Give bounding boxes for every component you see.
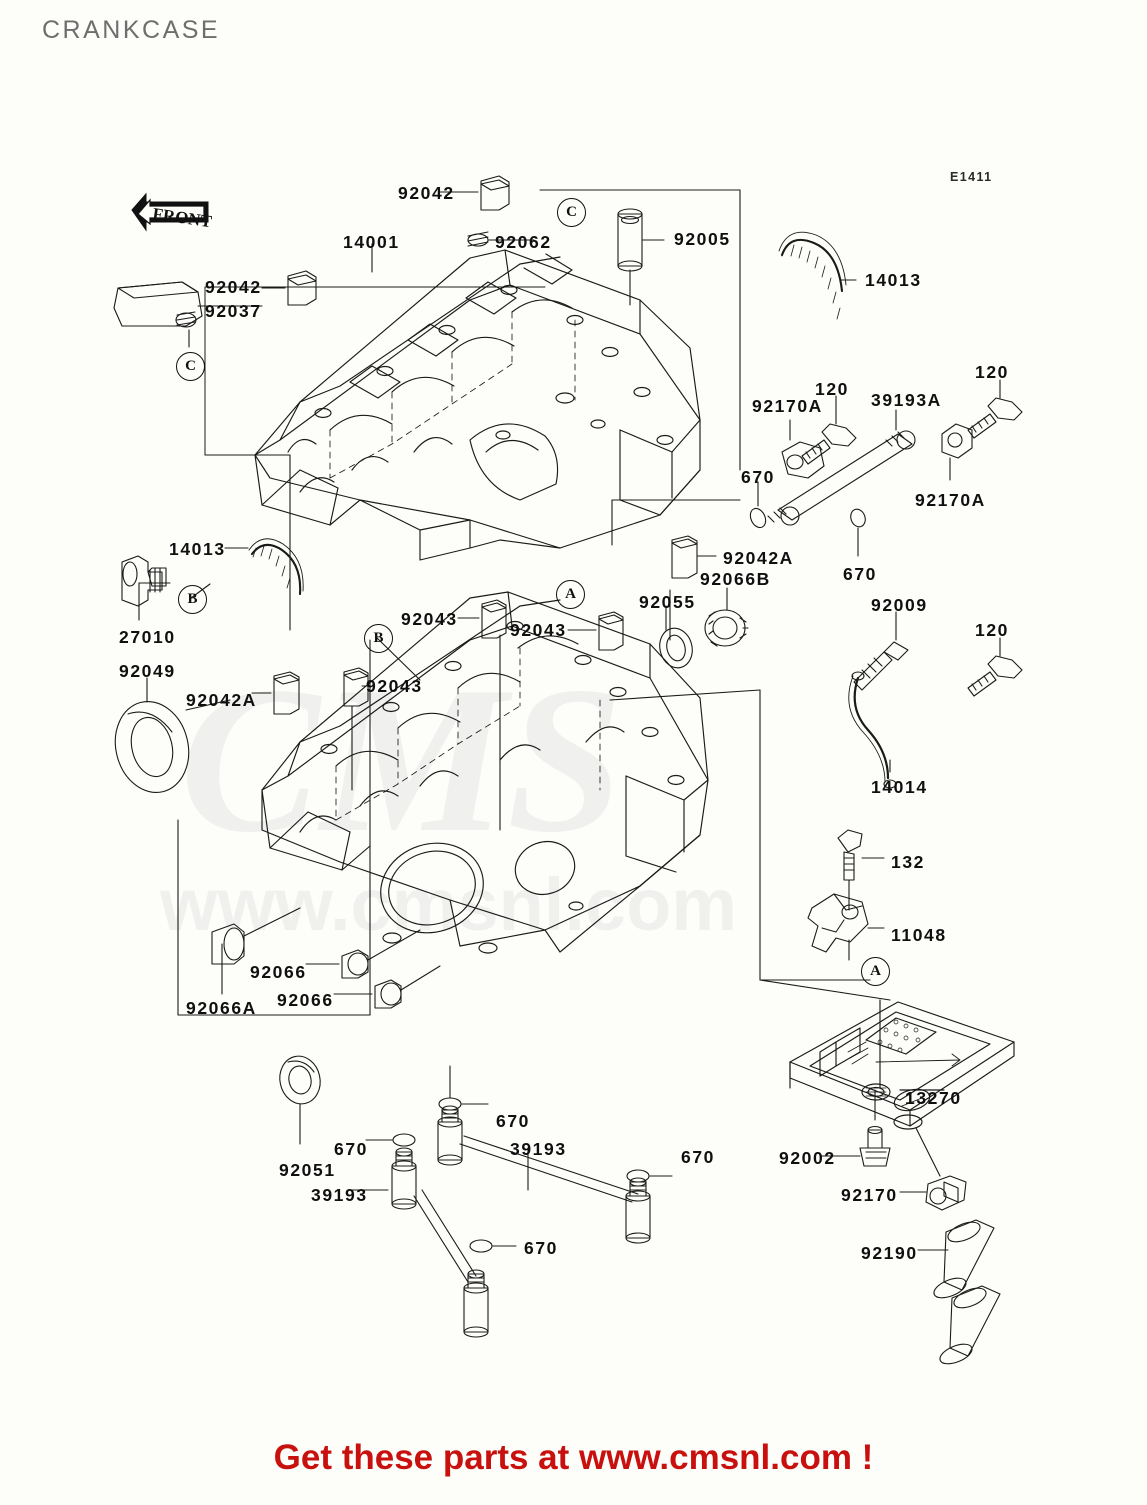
part-number-label[interactable]: 92066	[250, 962, 307, 982]
part-number-label[interactable]: 670	[843, 564, 877, 584]
part-number-label[interactable]: 92042A	[723, 548, 794, 568]
page-title: CRANKCASE	[42, 16, 221, 44]
part-number-label[interactable]: 670	[496, 1111, 530, 1131]
part-number-label[interactable]: 14014	[871, 777, 928, 797]
part-number-label[interactable]: 92066A	[186, 998, 257, 1018]
part-number-label[interactable]: 132	[891, 852, 925, 872]
reference-mark-a[interactable]: A	[861, 957, 890, 986]
part-number-label[interactable]: 92055	[639, 592, 696, 612]
part-number-label[interactable]: 92190	[861, 1243, 918, 1263]
part-number-label[interactable]: 92062	[495, 232, 552, 252]
part-number-label[interactable]: 92037	[205, 301, 262, 321]
part-number-label[interactable]: 120	[975, 620, 1009, 640]
part-number-label[interactable]: 120	[975, 362, 1009, 382]
part-number-label[interactable]: 92051	[279, 1160, 336, 1180]
part-number-label[interactable]: 670	[524, 1238, 558, 1258]
part-number-label[interactable]: 92049	[119, 661, 176, 681]
part-number-label[interactable]: 39193A	[871, 390, 942, 410]
reference-mark-c[interactable]: C	[557, 198, 586, 227]
part-number-label[interactable]: 39193	[510, 1139, 567, 1159]
diagram-code: E1411	[950, 170, 993, 184]
svg-text:www.cmsnl.com: www.cmsnl.com	[159, 863, 737, 946]
part-number-label[interactable]: 670	[334, 1139, 368, 1159]
cmsnl-watermark: CMS www.cmsnl.com	[150, 600, 910, 1020]
part-number-label[interactable]: 92009	[871, 595, 928, 615]
part-number-label[interactable]: 92043	[366, 676, 423, 696]
reference-mark-c[interactable]: C	[176, 352, 205, 381]
part-number-label[interactable]: 120	[815, 379, 849, 399]
part-number-label[interactable]: 92043	[510, 620, 567, 640]
part-number-label[interactable]: 92002	[779, 1148, 836, 1168]
part-number-label[interactable]: 92042A	[186, 690, 257, 710]
reference-mark-b[interactable]: B	[364, 624, 393, 653]
part-number-label[interactable]: 670	[741, 467, 775, 487]
part-number-label[interactable]: 14013	[169, 539, 226, 559]
footer-cta: Get these parts at www.cmsnl.com !	[273, 1438, 874, 1477]
reference-mark-b[interactable]: B	[178, 585, 207, 614]
part-number-label[interactable]: 92005	[674, 229, 731, 249]
reference-mark-a[interactable]: A	[556, 580, 585, 609]
part-number-label[interactable]: 92170A	[915, 490, 986, 510]
part-number-label[interactable]: 92043	[401, 609, 458, 629]
part-number-label[interactable]: 92066	[277, 990, 334, 1010]
part-number-label[interactable]: 27010	[119, 627, 176, 647]
part-number-label[interactable]: 13270	[905, 1088, 962, 1108]
part-number-label[interactable]: 670	[681, 1147, 715, 1167]
front-direction-badge: FRONT	[128, 188, 212, 250]
part-number-label[interactable]: 39193	[311, 1185, 368, 1205]
part-number-label[interactable]: 14013	[865, 270, 922, 290]
part-number-label[interactable]: 92042	[205, 277, 262, 297]
part-number-label[interactable]: 92170	[841, 1185, 898, 1205]
part-number-label[interactable]: 92066B	[700, 569, 771, 589]
part-number-label[interactable]: 14001	[343, 232, 400, 252]
part-number-label[interactable]: 92042	[398, 183, 455, 203]
part-number-label[interactable]: 11048	[891, 925, 947, 945]
part-number-label[interactable]: 92170A	[752, 396, 823, 416]
